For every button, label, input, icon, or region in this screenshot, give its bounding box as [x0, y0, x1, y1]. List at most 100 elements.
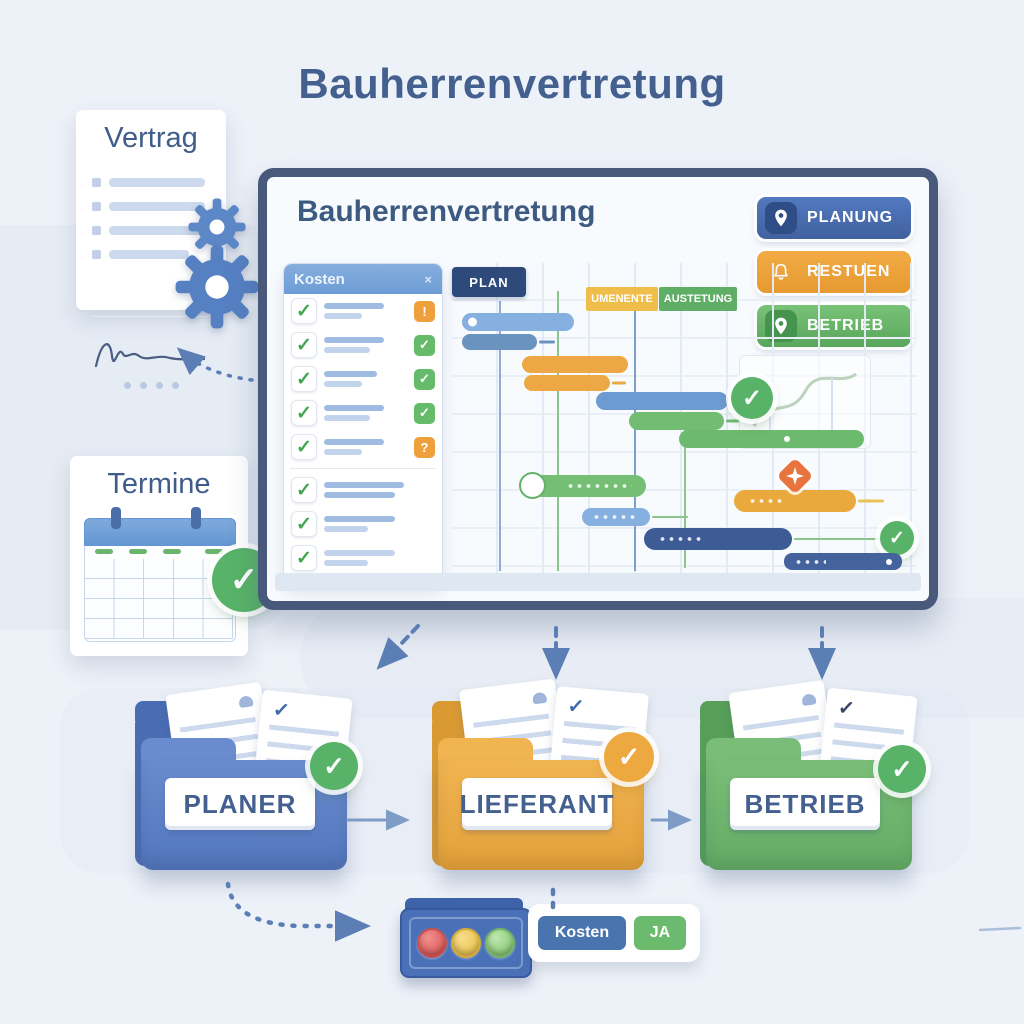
checkbox-checked-icon[interactable]: ✓ [291, 366, 317, 392]
calendar-mark [205, 549, 223, 554]
checkbox-checked-icon[interactable]: ✓ [291, 434, 317, 460]
termine-title: Termine [107, 468, 211, 500]
check-badge-icon: ✓ [880, 521, 914, 555]
gantt-bar [522, 356, 628, 373]
folder-label: PLANER [165, 778, 315, 830]
spark-badge-icon [776, 457, 814, 495]
checkbox-checked-icon[interactable]: ✓ [291, 332, 317, 358]
cloud-glyph-icon [531, 691, 548, 705]
calendar-mark [163, 549, 181, 554]
folder-label: LIEFERANT [460, 778, 613, 830]
calendar-icon [84, 507, 236, 642]
gantt-milestone-bar [734, 490, 884, 512]
gantt-milestone-bar [582, 508, 688, 526]
check-badge-icon: ✓ [878, 745, 926, 793]
document-line [92, 226, 205, 235]
gear-icon [188, 198, 246, 256]
status-badge: ✓ [414, 368, 435, 390]
checkbox-checked-icon[interactable]: ✓ [291, 545, 317, 571]
connector-line [978, 926, 1022, 932]
gantt-gridline [684, 413, 686, 568]
check-badge-icon: ✓ [604, 732, 654, 782]
red-light-icon [417, 928, 447, 958]
checklist-item: ✓ ✓ [284, 328, 442, 362]
calendar-grid [85, 559, 233, 639]
status-pill: Kosten JA [528, 904, 700, 962]
gantt-milestone-bar [784, 553, 902, 570]
document-line [92, 178, 205, 187]
traffic-light-box [400, 908, 532, 978]
location-pin-icon [765, 202, 797, 234]
document-dots [124, 382, 179, 389]
traffic-light-indicator [400, 898, 532, 978]
gantt-bar [524, 375, 626, 391]
checkbox-checked-icon[interactable]: ✓ [291, 511, 317, 537]
milestone-start-icon [519, 472, 546, 499]
green-light-icon [485, 928, 515, 958]
dashboard-footer-band [275, 573, 921, 591]
checkbox-checked-icon[interactable]: ✓ [291, 298, 317, 324]
yellow-light-icon [451, 928, 481, 958]
checklist-item: ✓ ✓ [284, 362, 442, 396]
checklist-item: ✓ ? [284, 430, 442, 464]
planung-button[interactable]: PLANUNG [757, 197, 911, 239]
check-badge-icon: ✓ [731, 377, 773, 419]
gantt-gridline [557, 291, 559, 571]
check-glyph-icon: ✓ [271, 698, 291, 723]
ja-badge[interactable]: JA [634, 916, 686, 950]
check-glyph-icon: ✓ [836, 696, 856, 721]
calendar-clip [191, 507, 201, 529]
folder-lieferant[interactable]: ✓ LIEFERANT ✓ [432, 678, 654, 875]
calendar-header [84, 518, 236, 546]
vertrag-title: Vertrag [104, 122, 198, 154]
dashboard-screen: Bauherrenvertretung PLANUNG RESTUEN BETR… [258, 168, 938, 610]
folder-betrieb[interactable]: ✓ BETRIEB ✓ [700, 679, 926, 875]
gantt-column-label: PLAN [452, 267, 526, 297]
kosten-badge[interactable]: Kosten [538, 916, 626, 950]
document-line [92, 250, 189, 259]
status-badge: ✓ [414, 402, 435, 424]
checklist-item: ✓ [284, 541, 442, 575]
termine-card: Termine ✓ [70, 456, 276, 656]
gantt-bar [596, 392, 728, 410]
checkbox-checked-icon[interactable]: ✓ [291, 477, 317, 503]
checklist-header: Kosten × [284, 264, 442, 294]
gantt-milestone-bar [519, 472, 646, 499]
gantt-bar [629, 412, 739, 430]
cloud-glyph-icon [238, 695, 254, 709]
checklist-item: ✓ ! [284, 294, 442, 328]
gantt-column-label: AUSTETUNG [659, 287, 737, 311]
gantt-column-label: UMENENTE [586, 287, 658, 311]
calendar-clip [111, 507, 121, 529]
gantt-bar [462, 334, 555, 350]
checklist-item: ✓ [284, 507, 442, 541]
status-badge: ✓ [414, 334, 435, 356]
checklist-panel: Kosten × ✓ ! ✓ ✓ ✓ ✓ ✓ ✓ [283, 263, 443, 585]
checkbox-checked-icon[interactable]: ✓ [291, 400, 317, 426]
folder-planer[interactable]: ✓ PLANER ✓ [135, 681, 358, 875]
planung-button-label: PLANUNG [807, 209, 894, 226]
checklist-title: Kosten [294, 270, 345, 288]
gantt-bar [462, 313, 574, 331]
close-icon[interactable]: × [424, 271, 432, 287]
signature-icon [94, 343, 206, 368]
checklist-item: ✓ ✓ [284, 396, 442, 430]
dashboard-title: Bauherrenvertretung [297, 195, 596, 228]
document-line [92, 202, 205, 211]
gantt-chart: PLAN UMENENTE AUSTETUNG ✓ [452, 263, 917, 589]
gantt-gridline [499, 301, 501, 571]
cloud-glyph-icon [801, 693, 817, 707]
divider [290, 468, 436, 469]
calendar-mark [95, 549, 113, 554]
page-title: Bauherrenvertretung [298, 60, 726, 107]
status-badge: ! [414, 300, 435, 322]
checklist-item: ✓ [284, 473, 442, 507]
status-badge: ? [414, 436, 435, 458]
check-glyph-icon: ✓ [566, 695, 586, 719]
gantt-bar [679, 430, 864, 448]
gantt-milestone-bar [644, 528, 882, 550]
folder-label: BETRIEB [730, 778, 880, 830]
gear-icon [175, 245, 259, 329]
check-badge-icon: ✓ [310, 742, 358, 790]
